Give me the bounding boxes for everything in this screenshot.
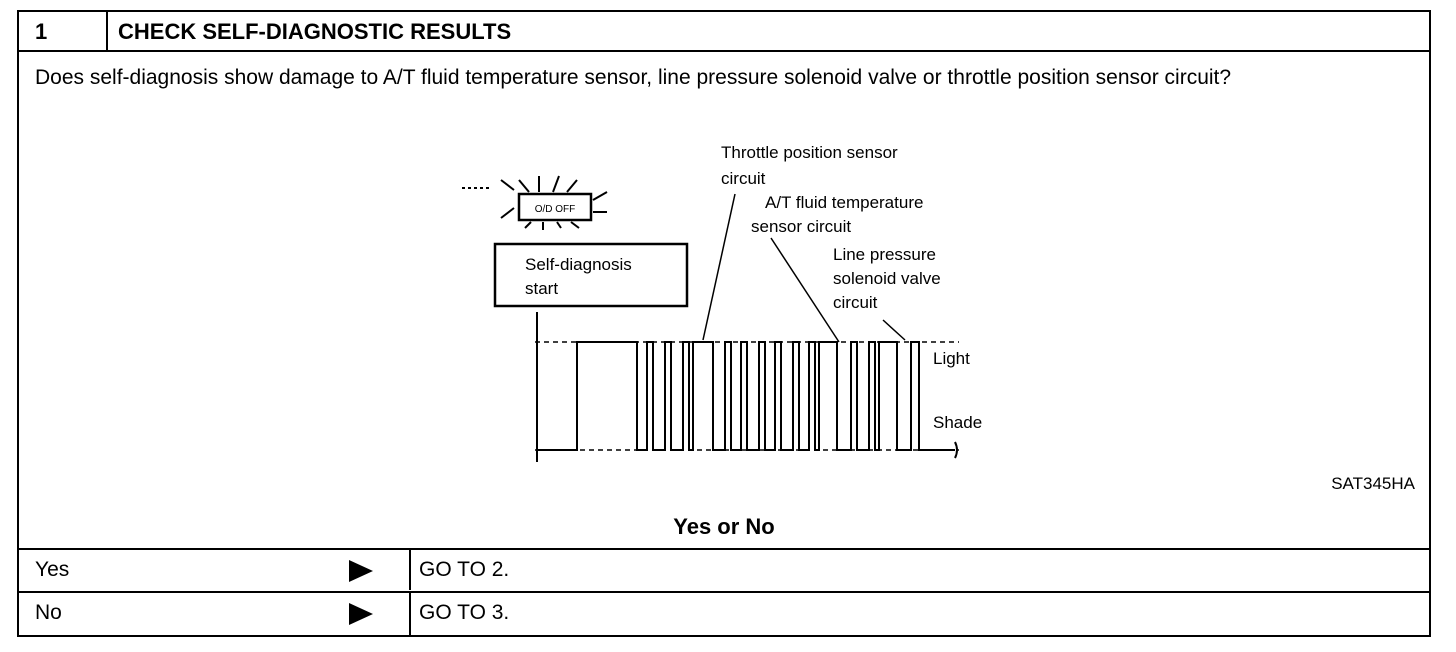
- tps-label-line-2: circuit: [721, 169, 766, 188]
- answer-yes-label: Yes: [35, 558, 70, 581]
- self-diagnosis-waveform-figure: O/D OFF Self-diagnosis start Throttle po…: [462, 143, 982, 462]
- od-off-lamp-icon: [462, 175, 608, 230]
- result-row-yes: Yes GO TO 2.: [19, 548, 1429, 590]
- callout-line-1: Self-diagnosis: [525, 255, 632, 274]
- lps-label-line-3: circuit: [833, 293, 878, 312]
- result-row-no: No GO TO 3.: [19, 591, 1429, 637]
- no-action-text: GO TO 3.: [419, 601, 510, 624]
- yes-action-text: GO TO 2.: [419, 558, 510, 581]
- lps-label-line-2: solenoid valve: [833, 269, 941, 288]
- right-arrow-icon: [349, 603, 373, 625]
- atf-label-line-2: sensor circuit: [751, 217, 851, 236]
- answer-no-label: No: [35, 601, 62, 624]
- step-number: 1: [19, 12, 108, 50]
- self-diagnosis-start-callout: [493, 242, 689, 308]
- step-title: CHECK SELF-DIAGNOSTIC RESULTS: [118, 19, 512, 44]
- lps-label-line-1: Line pressure: [833, 245, 936, 264]
- diagnostic-step-table: 1 CHECK SELF-DIAGNOSTIC RESULTS Does sel…: [17, 10, 1431, 637]
- right-arrow-icon: [349, 560, 373, 582]
- row-divider: [409, 550, 411, 590]
- step-header: 1 CHECK SELF-DIAGNOSTIC RESULTS: [19, 12, 1429, 52]
- leader-lines: [702, 193, 906, 343]
- od-off-indicator-text: O/D OFF: [535, 204, 576, 215]
- figure-reference-code: SAT345HA: [1331, 474, 1415, 493]
- od-off-lamp-waveform: [536, 312, 958, 462]
- atf-label-line-1: A/T fluid temperature: [765, 193, 923, 212]
- shade-level-label: Shade: [933, 413, 982, 432]
- row-divider: [409, 593, 411, 637]
- light-level-label: Light: [933, 349, 970, 368]
- diagnostic-question: Does self-diagnosis show damage to A/T f…: [35, 66, 1232, 89]
- tps-label-line-1: Throttle position sensor: [721, 143, 898, 162]
- callout-line-2: start: [525, 279, 558, 298]
- result-heading: Yes or No: [673, 514, 775, 539]
